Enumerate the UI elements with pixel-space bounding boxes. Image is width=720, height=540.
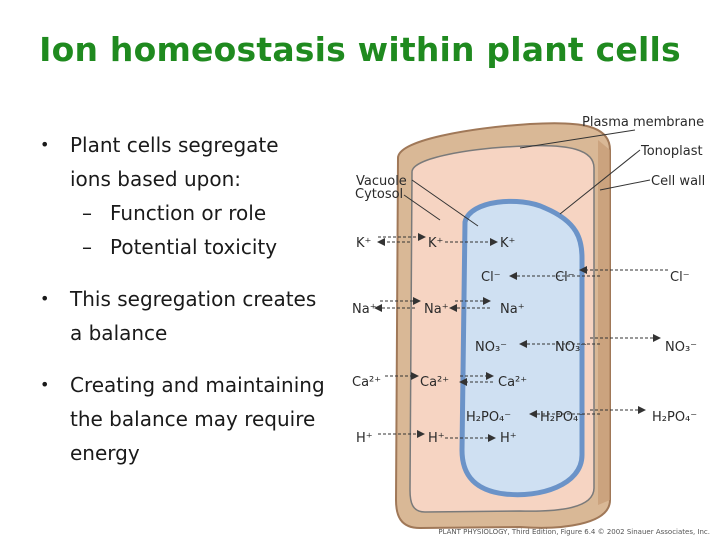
ion-cl-cytosol: Cl⁻ xyxy=(481,270,501,285)
bullet-line: Plant cells segregate xyxy=(70,133,279,157)
ion-h2po4-outside: H₂PO₄⁻ xyxy=(652,410,697,425)
bullet-line: Creating and maintaining xyxy=(70,373,325,397)
ion-na-outside: Na⁺ xyxy=(352,302,377,317)
sub-bullet-item: – Potential toxicity xyxy=(40,230,370,264)
figure-caption: PLANT PHYSIOLOGY, Third Edition, Figure … xyxy=(438,528,710,536)
bullet-dot: • xyxy=(40,375,50,394)
transport-arrows xyxy=(374,233,668,442)
ion-h-vacuole: H⁺ xyxy=(500,431,517,446)
ion-h2po4-cytosol: H₂PO₄⁻ xyxy=(466,410,511,425)
sub-bullet-text: Potential toxicity xyxy=(110,235,278,259)
bullet-line: ions based upon: xyxy=(70,167,241,191)
bullet-line: energy xyxy=(70,441,140,465)
sub-bullet-dash: – xyxy=(82,235,92,259)
bullet-dot: • xyxy=(40,289,50,308)
ion-no3-cytosol: NO₃⁻ xyxy=(475,340,507,355)
label-vacuole: Vacuole xyxy=(356,174,407,189)
bullet-line: the balance may require xyxy=(70,407,316,431)
ion-h2po4-vacuole: H₂PO₄⁻ xyxy=(540,410,585,425)
ion-na-vacuole: Na⁺ xyxy=(500,302,525,317)
ion-cl-outside: Cl⁻ xyxy=(670,270,690,285)
ion-ca-vacuole: Ca²⁺ xyxy=(498,375,527,390)
label-cell-wall: Cell wall xyxy=(651,174,705,189)
ion-h-outside: H⁺ xyxy=(356,431,373,446)
bullet-item: • Creating and maintaining the balance m… xyxy=(40,368,370,470)
bullet-dot: • xyxy=(40,135,50,154)
ion-ca-cytosol: Ca²⁺ xyxy=(420,375,449,390)
label-cytosol: Cytosol xyxy=(355,187,403,202)
ion-cl-vacuole: Cl⁻ xyxy=(555,270,575,285)
bullet-line: a balance xyxy=(70,321,168,345)
ion-na-cytosol: Na⁺ xyxy=(424,302,449,317)
slide-title: Ion homeostasis within plant cells xyxy=(39,30,681,69)
ion-k-vacuole: K⁺ xyxy=(500,236,515,251)
ion-k-outside: K⁺ xyxy=(356,236,371,251)
ion-ca-outside: Ca²⁺ xyxy=(352,375,381,390)
label-tonoplast: Tonoplast xyxy=(640,144,703,159)
sub-bullet-text: Function or role xyxy=(110,201,267,225)
vacuole-shape xyxy=(459,198,585,498)
ion-no3-outside: NO₃⁻ xyxy=(665,340,697,355)
sub-bullet-dash: – xyxy=(82,201,92,225)
bullet-list: • Plant cells segregate ions based upon:… xyxy=(40,128,370,470)
sub-bullet-item: – Function or role xyxy=(40,196,370,230)
bullet-line: This segregation creates xyxy=(70,287,317,311)
bullet-item: • Plant cells segregate ions based upon: xyxy=(40,128,370,196)
ion-k-cytosol: K⁺ xyxy=(428,236,443,251)
ion-h-cytosol: H⁺ xyxy=(428,431,445,446)
ion-no3-vacuole: NO₃⁻ xyxy=(555,340,587,355)
bullet-item: • This segregation creates a balance xyxy=(40,282,370,350)
label-plasma-membrane: Plasma membrane xyxy=(582,115,704,130)
